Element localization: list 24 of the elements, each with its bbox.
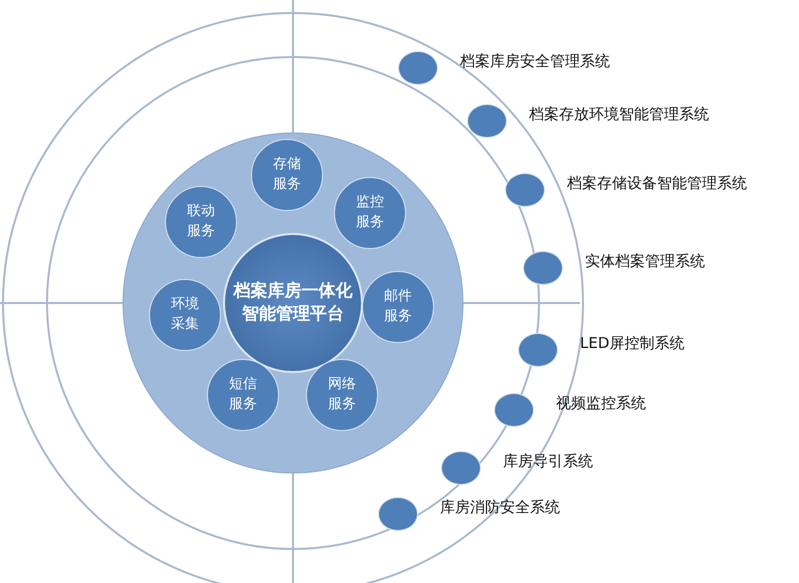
system-label: 档案存储设备智能管理系统: [567, 174, 747, 193]
system-dot: [518, 333, 558, 367]
system-dot: [505, 173, 545, 207]
platform-title: 档案库房一体化智能管理平台: [233, 280, 353, 326]
system-dot: [523, 251, 563, 285]
system-label: 库房导引系统: [503, 452, 593, 471]
system-label: 档案存放环境智能管理系统: [529, 105, 709, 124]
system-dot: [378, 497, 418, 531]
service-label: 环境采集: [170, 295, 200, 334]
system-label: 实体档案管理系统: [585, 252, 705, 271]
service-label: 联动服务: [186, 202, 216, 241]
system-dot: [494, 393, 534, 427]
service-label: 监控服务: [355, 193, 385, 232]
service-label: 邮件服务: [383, 287, 413, 326]
system-label: 档案库房安全管理系统: [460, 52, 610, 71]
system-dot: [467, 104, 507, 138]
service-label: 短信服务: [228, 375, 258, 414]
service-label: 网络服务: [327, 375, 357, 414]
system-label: LED屏控制系统: [580, 334, 684, 353]
system-label: 库房消防安全系统: [440, 498, 560, 517]
system-dot: [398, 51, 438, 85]
service-label: 存储服务: [272, 155, 302, 194]
system-label: 视频监控系统: [556, 394, 646, 413]
system-dot: [441, 451, 481, 485]
